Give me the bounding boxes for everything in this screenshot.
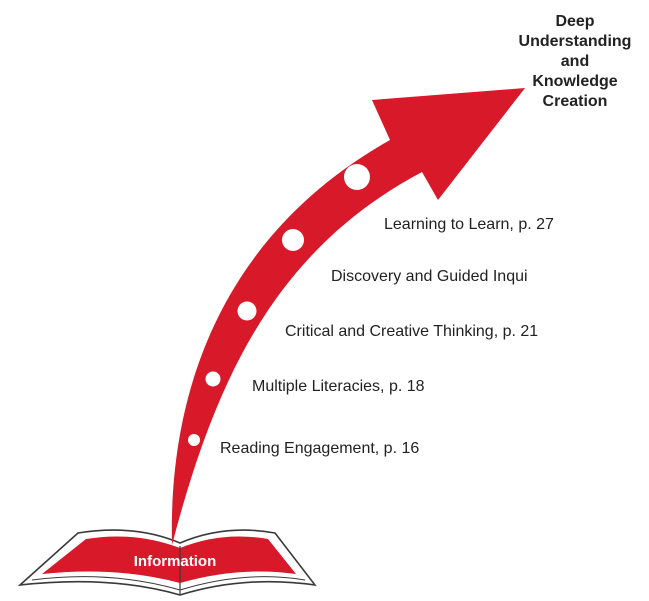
step-label-literacies: Multiple Literacies, p. 18	[252, 378, 425, 395]
book-red-page	[42, 536, 296, 583]
step-dot-reading	[188, 434, 200, 446]
step-dot-discovery	[282, 229, 304, 251]
step-label-discovery: Discovery and Guided Inqui	[331, 268, 528, 285]
goal-label: Deep Understanding and Knowledge Creatio…	[500, 12, 649, 112]
goal-line: Understanding	[518, 33, 632, 50]
curved-arrow-icon	[171, 88, 525, 545]
open-book-icon	[17, 529, 317, 596]
goal-line: Deep	[555, 13, 595, 30]
step-label-learning: Learning to Learn, p. 27	[384, 216, 554, 233]
goal-line: Creation	[542, 93, 608, 110]
step-dot-critical	[237, 301, 257, 321]
step-label-critical: Critical and Creative Thinking, p. 21	[285, 323, 539, 340]
book-label: Information	[133, 553, 217, 570]
step-label-reading: Reading Engagement, p. 16	[220, 440, 420, 457]
step-dot-literacies	[205, 371, 221, 387]
goal-line: Knowledge	[532, 73, 618, 90]
goal-line: and	[560, 53, 590, 70]
step-dot-learning	[344, 164, 370, 190]
